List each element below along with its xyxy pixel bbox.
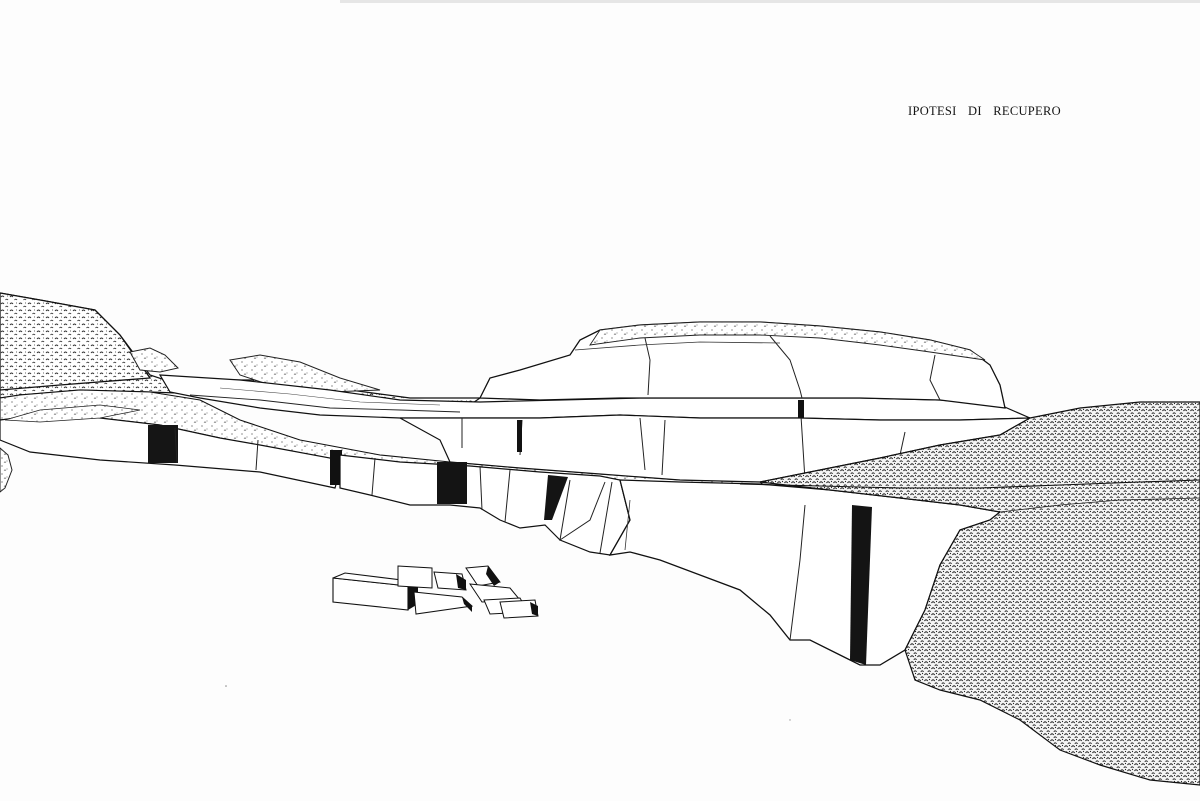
tier-divider-4 [661, 419, 666, 476]
right-hill-stipple [759, 401, 1200, 786]
left-edge-rock [0, 447, 13, 493]
drawing-caption: IPOTESI DI RECUPERO [908, 104, 1061, 118]
dark-joint-3 [330, 450, 342, 485]
left-block-line [174, 427, 178, 464]
left-hill-upper [0, 292, 152, 391]
paper-edge [340, 0, 1200, 3]
dark-joint-6 [850, 505, 872, 665]
center-block-line-5 [599, 481, 613, 554]
dark-joint-5 [544, 475, 568, 520]
strata-line [189, 394, 461, 413]
cliff-line [789, 504, 806, 641]
hill-contour [739, 479, 1200, 489]
dark-joint [517, 420, 522, 452]
dark-joint-2 [798, 400, 804, 418]
center-block-line-3 [504, 469, 511, 523]
dark-joint-left [148, 425, 178, 463]
dark-joint-4 [437, 462, 467, 504]
tier-divider-6 [899, 431, 906, 456]
quarry-top-stipple [589, 321, 986, 361]
hill-contour-2 [999, 497, 1200, 513]
cliff-line-2 [624, 499, 631, 551]
left-block-line-2 [255, 439, 259, 471]
paper-speck [225, 685, 227, 687]
center-block-line [371, 457, 376, 496]
ridge-bump [129, 347, 179, 373]
block-crack-2 [769, 335, 803, 399]
fallen-blocks [332, 565, 539, 619]
center-block-line-4 [559, 479, 606, 542]
lower-left-stipple [4, 404, 141, 423]
tier-divider-3 [639, 417, 646, 471]
block-crack-4 [574, 341, 781, 351]
center-block-line-2 [479, 465, 483, 511]
paper-speck [789, 719, 791, 721]
block-crack-3 [929, 354, 941, 401]
block-crack [644, 337, 651, 396]
strata-line-2 [219, 387, 441, 406]
